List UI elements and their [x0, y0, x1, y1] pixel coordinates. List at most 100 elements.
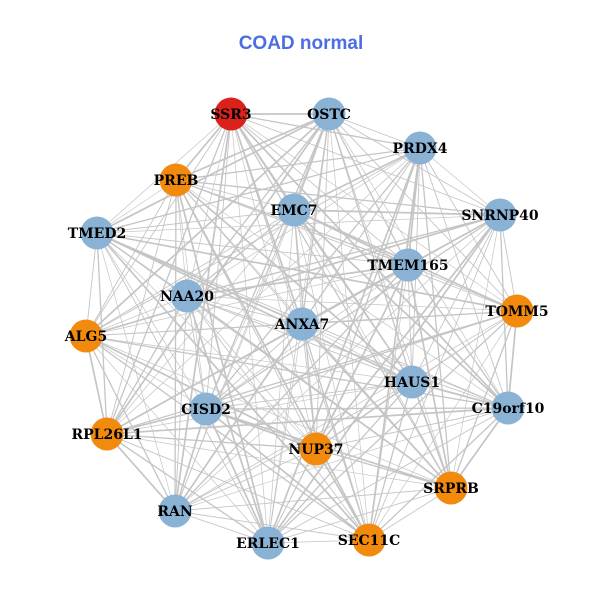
edge	[205, 209, 295, 410]
edge	[315, 147, 421, 450]
edge	[174, 448, 317, 512]
edge	[368, 214, 501, 541]
edge	[106, 179, 177, 435]
node-TMED2	[80, 216, 114, 250]
node-label-OSTC: OSTC	[307, 107, 351, 123]
edge	[96, 232, 188, 297]
edge	[205, 408, 317, 450]
edge	[419, 147, 518, 312]
edge	[175, 113, 330, 181]
edge	[411, 214, 501, 383]
node-TOMM5	[500, 294, 534, 328]
edge	[315, 381, 413, 450]
node-SSR3	[214, 97, 248, 131]
edge	[174, 407, 509, 512]
edge	[267, 209, 295, 544]
edge	[315, 214, 501, 450]
edge	[96, 232, 413, 383]
edge	[174, 408, 207, 512]
edge	[175, 179, 317, 450]
edge	[205, 381, 413, 410]
edge	[106, 295, 188, 435]
edge	[315, 448, 452, 489]
edge	[106, 381, 413, 435]
edge	[230, 113, 303, 325]
edge	[96, 232, 370, 541]
edge	[175, 147, 421, 181]
edge	[230, 113, 269, 544]
edge	[419, 147, 509, 409]
edge	[106, 433, 269, 544]
edge	[230, 113, 421, 149]
edge	[106, 408, 207, 435]
edge	[267, 381, 413, 544]
edge	[186, 209, 295, 297]
edge	[205, 323, 303, 410]
edge	[368, 381, 413, 541]
edge	[85, 113, 330, 337]
edge	[315, 113, 330, 450]
node-EMC7	[277, 193, 311, 227]
edge	[267, 147, 421, 544]
plot-title: COAD normal	[239, 33, 364, 54]
edge	[96, 209, 295, 234]
edge	[293, 209, 501, 216]
edge	[205, 310, 518, 410]
edge	[96, 232, 518, 312]
edge	[106, 433, 370, 541]
node-label-SEC11C: SEC11C	[338, 533, 401, 549]
edge	[293, 209, 370, 541]
edge	[328, 113, 409, 266]
edge	[106, 433, 452, 489]
edge	[85, 335, 413, 383]
node-label-TOMM5: TOMM5	[485, 304, 548, 320]
node-SNRNP40	[483, 198, 517, 232]
edge	[174, 113, 232, 512]
edge	[106, 407, 509, 435]
edge	[267, 214, 501, 544]
node-NAA20	[170, 279, 204, 313]
node-label-ANXA7: ANXA7	[274, 317, 330, 333]
node-label-SSR3: SSR3	[210, 107, 251, 123]
node-circles	[69, 97, 534, 560]
edge	[175, 179, 501, 216]
node-label-TMED2: TMED2	[68, 226, 126, 242]
edge	[186, 264, 409, 297]
node-label-NUP37: NUP37	[288, 442, 343, 458]
edge	[301, 264, 409, 325]
edge	[407, 264, 413, 383]
edge	[96, 232, 176, 512]
edge	[85, 335, 108, 435]
node-PREB	[159, 163, 193, 197]
node-label-RPL26L1: RPL26L1	[71, 427, 142, 443]
node-TMEM165	[391, 248, 425, 282]
edge	[315, 264, 409, 450]
edge	[267, 448, 317, 544]
edge	[293, 147, 421, 211]
node-label-PRDX4: PRDX4	[393, 141, 448, 157]
edge	[175, 179, 269, 544]
edge	[85, 335, 176, 512]
node-OSTC	[312, 97, 346, 131]
edge	[301, 323, 317, 450]
node-SRPRB	[434, 471, 468, 505]
edge	[85, 335, 207, 410]
edge	[301, 323, 413, 383]
node-CISD2	[189, 392, 223, 426]
edge	[267, 407, 509, 544]
node-label-CISD2: CISD2	[181, 402, 231, 418]
edge	[85, 147, 421, 337]
edge	[411, 381, 509, 409]
edge	[315, 448, 370, 541]
edge	[85, 232, 98, 337]
edge	[301, 147, 421, 325]
edge	[174, 323, 303, 512]
edge	[411, 381, 452, 489]
node-ALG5	[69, 319, 103, 353]
edge	[106, 433, 317, 450]
edge	[174, 264, 409, 512]
node-label-TMEM165: TMEM165	[367, 258, 448, 274]
edge	[175, 179, 509, 409]
edge	[205, 408, 269, 544]
